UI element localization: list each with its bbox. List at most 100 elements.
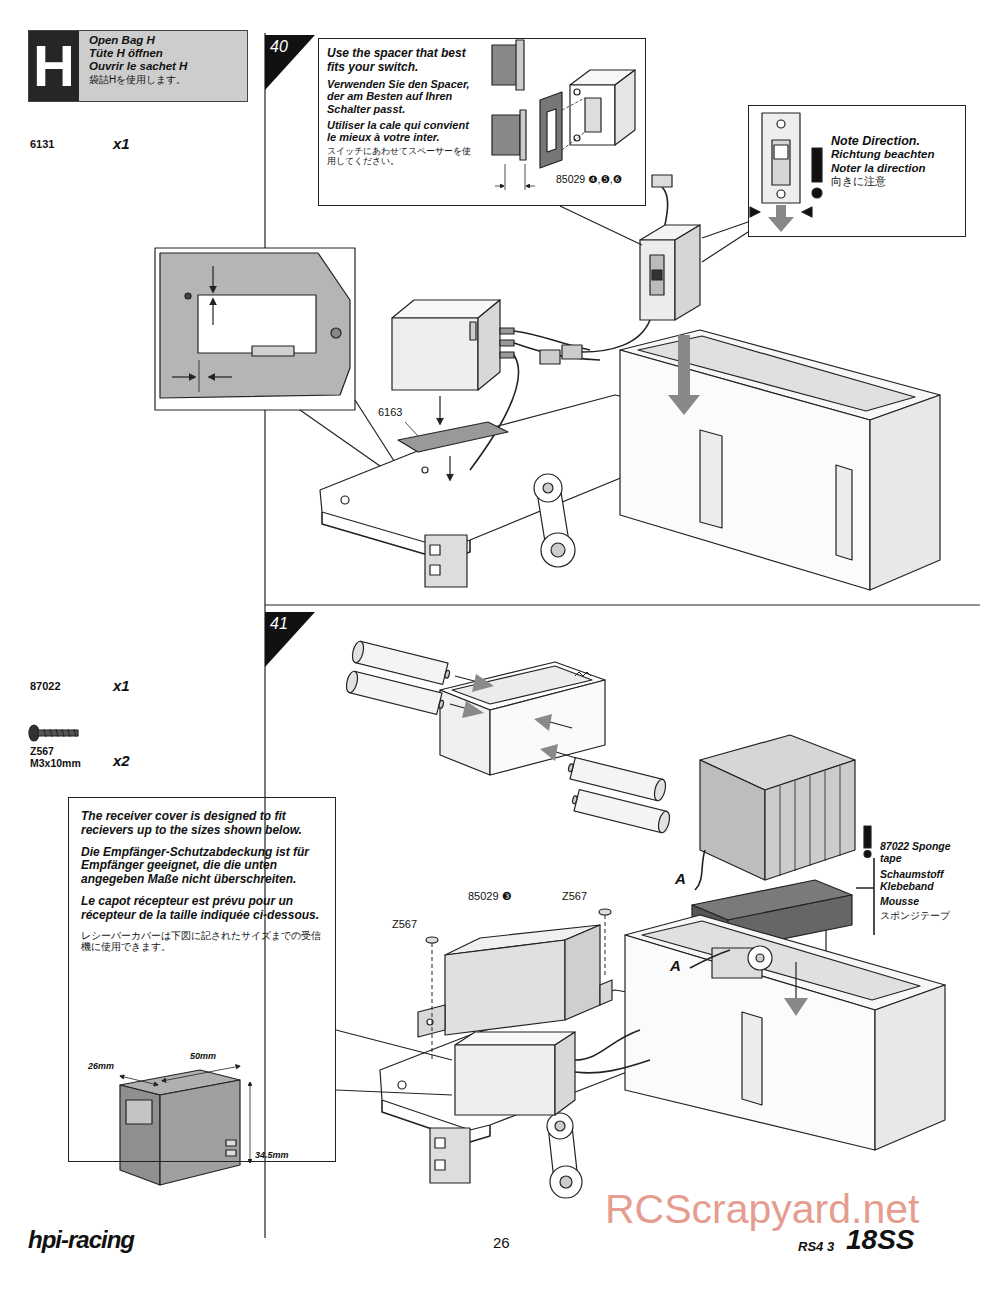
screw-icon [44, 729, 76, 737]
model-logo: RS4 3 [798, 1240, 834, 1255]
part-number: 87022 [30, 680, 61, 693]
receiver [405, 422, 418, 436]
radio-tray [625, 935, 875, 1150]
direction-sketch [774, 145, 788, 159]
warning-text: 向きに注意 [831, 175, 961, 187]
step-tab-shape [265, 35, 315, 90]
battery-holder [440, 690, 490, 775]
steering-servo [543, 483, 553, 493]
receiver-cover [418, 909, 612, 1060]
step-number: 41 [270, 615, 310, 633]
dimension-sketch [126, 1100, 152, 1124]
radio-tray [620, 350, 870, 590]
switch [650, 255, 664, 295]
steering-servo [430, 1128, 470, 1183]
steering-servo [425, 535, 467, 587]
dimension-sketch [120, 1085, 160, 1185]
receiver-cover [599, 909, 611, 915]
battery-cell [656, 810, 671, 834]
dimension-sketch [226, 1140, 236, 1146]
zoom-inset [199, 360, 200, 392]
part-number: Z567 M3x10mm [30, 745, 92, 769]
zoom-inset [212, 266, 213, 292]
radio-tray [742, 1012, 762, 1105]
direction-sketch [802, 207, 812, 217]
steering-servo [435, 1160, 445, 1170]
steering-servo [435, 1138, 445, 1148]
steering-servo [430, 545, 440, 555]
insert-arrow [540, 744, 558, 761]
battery-cell [444, 670, 450, 679]
spacer-sketch [585, 98, 601, 132]
radio-tray [870, 395, 940, 590]
switch [652, 175, 672, 187]
battery-holder [575, 672, 591, 676]
zoom-inset [155, 248, 355, 410]
receiver [478, 300, 500, 390]
direction-sketch [777, 190, 785, 198]
step-tab: 40 [265, 35, 315, 90]
page-number: 26 [493, 1234, 510, 1251]
receiver [392, 300, 600, 480]
insert-arrow [472, 674, 494, 692]
battery-cell [574, 790, 667, 833]
warning-icon [864, 851, 871, 858]
spacer-sketch [520, 110, 526, 160]
part-number: Z567 [562, 890, 587, 903]
receiver-cover [605, 915, 606, 978]
spacer-sketch [574, 89, 580, 95]
spacer-sketch [525, 164, 526, 190]
battery-pack [780, 766, 840, 876]
note-text: レシーバーカバーは下図に記されたサイズまでの受信機に使用できます。 [81, 931, 323, 953]
steering-servo [551, 543, 565, 557]
direction-sketch [768, 205, 794, 232]
dimension: 34.5mm [255, 1150, 289, 1160]
warning-box: Note Direction.Richtung beachtenNoter la… [748, 105, 966, 237]
quantity: x2 [113, 752, 130, 769]
switch [652, 270, 662, 280]
receiver [500, 328, 514, 334]
receiver [398, 422, 508, 452]
steering-servo [547, 1113, 573, 1139]
dimension-sketch [160, 1080, 240, 1185]
header-text: Ouvrir le sachet H [89, 60, 241, 73]
radio-tray [875, 985, 945, 1150]
warning-icon [812, 148, 822, 182]
radio-tray [690, 950, 730, 968]
battery-cell [344, 640, 671, 834]
part-note: Mousse [880, 895, 919, 907]
note-text: Verwenden Sie den Spacer, der am Besten … [327, 78, 477, 116]
switch [582, 175, 700, 415]
steering-servo [425, 474, 575, 587]
warning-text: Richtung beachten [831, 148, 961, 161]
receiver [500, 352, 514, 358]
battery-pack [700, 760, 765, 880]
zoom-inset [331, 328, 341, 338]
insert-arrow [550, 722, 572, 728]
header-text: H [29, 31, 79, 101]
direction-sketch [750, 113, 812, 232]
quantity: x1 [113, 677, 130, 694]
receiver [540, 350, 560, 364]
warning-text: Noter la direction [831, 162, 961, 175]
battery-cell [568, 763, 574, 772]
spacer-sketch [540, 92, 562, 168]
steering-servo [430, 1113, 582, 1198]
battery-pack [695, 850, 705, 890]
spacer-sketch [492, 115, 520, 155]
receiver [392, 318, 478, 390]
battery-pack [695, 735, 855, 890]
battery-cell [438, 700, 444, 709]
spacer-sketch [492, 40, 635, 190]
header-text: Tüte H öffnen [89, 47, 241, 60]
leader-line [336, 1090, 452, 1095]
leader-line [702, 232, 748, 262]
dimension-sketch [120, 1076, 158, 1085]
dimension-sketch [120, 1066, 250, 1185]
page-frame [265, 33, 980, 1238]
insert-arrow [450, 674, 576, 761]
dimension: 50mm [190, 1051, 216, 1061]
battery-cell [350, 640, 365, 664]
